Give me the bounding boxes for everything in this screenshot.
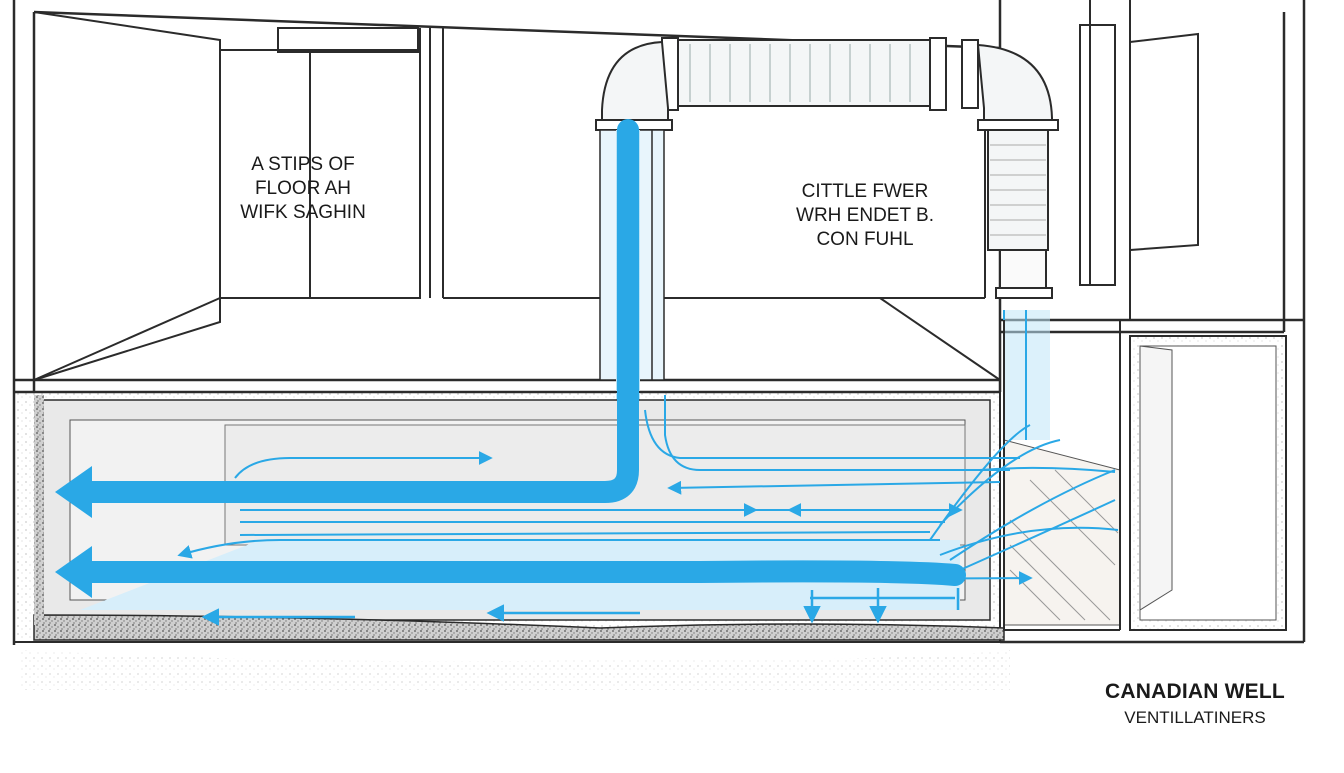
left-room-label: A STIPS OF FLOOR AH WIFK SAGHIN: [228, 153, 378, 225]
arrow-head-lower: [55, 546, 92, 598]
brand-subtitle: VENTILLATINERS: [1124, 708, 1266, 727]
brand-title: CANADIAN WELL: [1105, 680, 1285, 703]
upper-floor: [33, 0, 1199, 381]
main-arrow-heads: [55, 466, 92, 598]
lower-right-room: [1003, 320, 1287, 631]
overhead-duct: [595, 37, 1059, 299]
right-room-label: CITTLE FWER WRH ENDET B. CON FUHL: [790, 180, 940, 252]
right-room-label-line-2: WRH ENDET B.: [796, 205, 934, 226]
vertical-pipe-right: [1003, 310, 1050, 440]
left-room-label-line-3: WIFK SAGHIN: [240, 202, 366, 223]
right-room-label-line-3: CON FUHL: [816, 229, 914, 250]
left-room-label-line-1: A STIPS OF: [251, 154, 355, 175]
floor-arrows: [201, 588, 960, 626]
right-room-label-line-1: CITTLE FWER: [801, 181, 929, 202]
brand-block: CANADIAN WELL VENTILLATINERS: [1090, 680, 1300, 728]
arrow-head-upper: [55, 466, 92, 518]
main-airflow: [64, 119, 966, 586]
left-room-label-line-2: FLOOR AH: [254, 178, 352, 199]
airflow-streamlines: [177, 395, 1119, 586]
